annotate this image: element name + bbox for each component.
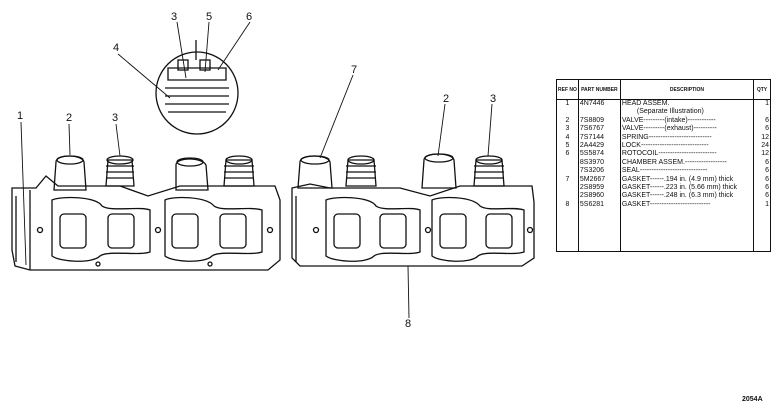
- cell-qty: 12: [753, 150, 771, 159]
- cell-ref: 3: [556, 125, 579, 134]
- cell-qty: [753, 108, 771, 117]
- cell-part: 2A4429: [577, 142, 621, 151]
- callout-1-left: 1: [17, 110, 24, 122]
- cell-desc: LOCK-----------------------------: [619, 142, 755, 151]
- cell-part: 7S8809: [577, 116, 621, 126]
- right-cylinder-head: [291, 153, 535, 267]
- callout-6-detail: 6: [246, 11, 253, 23]
- callout-3-detail: 3: [171, 11, 178, 23]
- cell-qty: 6: [753, 184, 771, 193]
- cell-part: 7S3206: [577, 167, 621, 176]
- cell-qty: 1: [753, 200, 771, 210]
- header-description: DESCRIPTION: [619, 79, 755, 100]
- header-ref-no: REF NO: [556, 79, 579, 100]
- cell-qty: 6: [753, 158, 771, 168]
- cell-qty: 6: [753, 175, 771, 185]
- detail-view-circle: [155, 40, 239, 135]
- table-blank-area: [556, 209, 771, 252]
- cell-desc: GASKET--------------------------: [619, 200, 755, 210]
- callout-4-detail: 4: [113, 42, 120, 54]
- cell-ref: 5: [556, 142, 579, 151]
- cell-desc: ROTOCOIL-------------------------: [619, 150, 755, 159]
- cell-part: 5S5874: [577, 150, 621, 159]
- cell-ref: 1: [556, 99, 579, 109]
- cell-part: 2S8960: [577, 192, 621, 201]
- cell-qty: 6: [753, 125, 771, 134]
- leader-lines: [20, 21, 493, 319]
- cell-desc: SEAL-----------------------------: [619, 167, 755, 176]
- cell-ref: 7: [556, 175, 579, 185]
- cell-qty: 24: [753, 142, 771, 151]
- callout-8-right: 8: [405, 318, 412, 330]
- cell-ref: [556, 167, 579, 176]
- cell-qty: 6: [753, 192, 771, 201]
- cell-part: 7S6767: [577, 125, 621, 134]
- cell-part: 8S3970: [577, 158, 621, 168]
- cell-ref: [556, 108, 579, 117]
- header-part-number: PART NUMBER: [577, 79, 621, 100]
- cell-desc: GASKET------.223 in. (5.66 mm) thick: [619, 184, 755, 193]
- cell-ref: [556, 158, 579, 168]
- cell-ref: 2: [556, 116, 579, 126]
- cell-ref: [556, 192, 579, 201]
- cell-desc: VALVE---------(intake)------------: [619, 116, 755, 126]
- left-cylinder-head: [11, 155, 281, 271]
- callout-3-left: 3: [112, 112, 119, 124]
- cell-desc: CHAMBER ASSEM.------------------: [619, 158, 755, 168]
- cell-desc: (Separate Illustration): [619, 108, 755, 117]
- cell-part: 5S6281: [577, 200, 621, 210]
- cell-qty: 6: [753, 167, 771, 176]
- cell-part: 2S8959: [577, 184, 621, 193]
- cell-qty: 6: [753, 116, 771, 126]
- callout-2-right: 2: [443, 93, 450, 105]
- cell-desc: GASKET------.194 in. (4.9 mm) thick: [619, 175, 755, 185]
- cell-ref: 6: [556, 150, 579, 159]
- drawing-number: 2054A: [742, 396, 763, 403]
- cell-ref: 4: [556, 133, 579, 143]
- callout-7-right: 7: [351, 64, 358, 76]
- cell-ref: [556, 184, 579, 193]
- callout-3-right: 3: [490, 93, 497, 105]
- cell-part: 7S7144: [577, 133, 621, 143]
- callout-5-detail: 5: [206, 11, 213, 23]
- callout-2-left: 2: [66, 112, 73, 124]
- cell-desc: VALVE---------(exhaust)----------: [619, 125, 755, 134]
- cell-ref: 8: [556, 200, 579, 210]
- table-row: (Separate Illustration): [556, 108, 771, 117]
- cell-desc: HEAD ASSEM.: [619, 99, 755, 109]
- cell-qty: 12: [753, 133, 771, 143]
- cell-desc: GASKET------.248 in. (6.3 mm) thick: [619, 192, 755, 201]
- cell-desc: SPRING---------------------------: [619, 133, 755, 143]
- table-header-row: REF NO PART NUMBER DESCRIPTION QTY: [556, 79, 771, 100]
- cell-part: 4N7446: [577, 99, 621, 109]
- header-qty: QTY: [753, 79, 771, 100]
- cell-part: [577, 108, 621, 117]
- cell-part: 5M2667: [577, 175, 621, 185]
- cell-qty: 1: [753, 99, 771, 109]
